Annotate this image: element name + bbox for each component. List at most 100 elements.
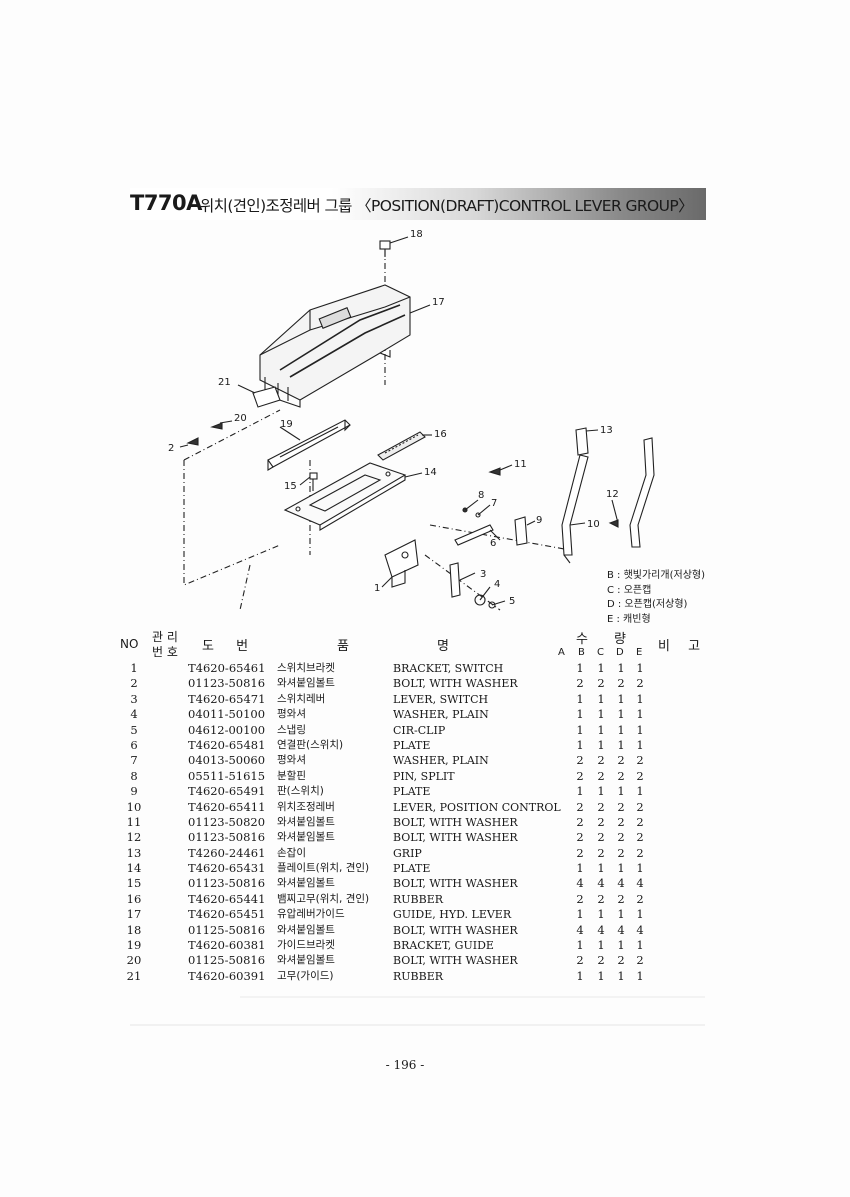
row-qty: 1: [576, 737, 584, 752]
row-korean-name: 뱀찌고무(위치, 견인): [277, 892, 370, 905]
row-part-number: T4620-65481: [188, 737, 266, 752]
row-qty: 1: [636, 907, 644, 922]
row-qty: 2: [617, 799, 625, 814]
row-qty: 2: [617, 676, 625, 691]
header-name-left: 품: [337, 639, 349, 654]
row-part-number: 01125-50816: [188, 953, 266, 968]
callout-17: 17: [432, 297, 445, 308]
row-part-number: T4620-65491: [188, 784, 266, 799]
callout-3: 3: [480, 569, 486, 580]
row-korean-name: 평와셔: [277, 708, 306, 721]
row-qty: 2: [576, 799, 584, 814]
row-no: 13: [126, 845, 142, 860]
row-qty: 1: [597, 938, 605, 953]
row-english-name: CIR-CLIP: [393, 723, 446, 737]
row-qty: 2: [617, 814, 625, 829]
part-14-plate: [283, 462, 407, 531]
row-part-number: 01123-50816: [188, 876, 266, 891]
callout-4: 4: [494, 579, 500, 590]
row-qty: 2: [617, 830, 625, 845]
row-english-name: PLATE: [393, 785, 431, 799]
row-qty: 1: [636, 707, 644, 722]
header-col-c: C: [597, 647, 604, 658]
row-english-name: LEVER, SWITCH: [393, 692, 489, 706]
row-part-number: T4620-65431: [188, 861, 266, 876]
callout-2: 2: [168, 443, 174, 454]
row-no: 6: [130, 737, 138, 752]
row-qty: 1: [636, 722, 644, 737]
row-qty: 2: [597, 845, 605, 860]
row-english-name: BRACKET, SWITCH: [393, 662, 504, 675]
row-qty: 2: [636, 768, 644, 783]
row-qty: 1: [576, 722, 584, 737]
row-english-name: BOLT, WITH WASHER: [393, 815, 518, 829]
row-qty: 2: [636, 814, 644, 829]
header-remark: 비 고: [658, 639, 701, 654]
callout-1: 1: [374, 583, 380, 594]
row-qty: 1: [617, 707, 625, 722]
row-qty: 2: [597, 799, 605, 814]
row-english-name: BRACKET, GUIDE: [393, 939, 494, 953]
row-qty: 2: [576, 891, 584, 906]
row-english-name: PIN, SPLIT: [393, 769, 455, 783]
header-qty-left: 수: [576, 632, 588, 647]
row-no: 14: [126, 861, 142, 876]
row-part-number: T4620-60381: [188, 938, 266, 953]
row-qty: 2: [576, 953, 584, 968]
row-qty: 2: [597, 830, 605, 845]
row-qty: 2: [597, 891, 605, 906]
row-qty: 2: [576, 845, 584, 860]
row-qty: 2: [576, 753, 584, 768]
row-qty: 1: [617, 737, 625, 752]
row-korean-name: 와셔붙임볼트: [277, 954, 335, 967]
part-1-bracket: [384, 539, 419, 588]
row-no: 21: [126, 968, 142, 983]
row-english-name: BOLT, WITH WASHER: [393, 831, 518, 845]
row-qty: 1: [597, 691, 605, 706]
row-qty: 4: [597, 876, 605, 891]
legend-c: C : 오픈캡: [607, 584, 652, 596]
row-korean-name: 플레이트(위치, 견인): [277, 862, 370, 875]
legend-d: D : 오픈캡(저상형): [607, 599, 688, 610]
row-qty: 2: [597, 676, 605, 691]
row-part-number: T4260-24461: [188, 845, 266, 860]
row-qty: 1: [617, 691, 625, 706]
row-part-number: 01123-50816: [188, 830, 266, 845]
row-part-number: T4620-65451: [188, 907, 266, 922]
row-qty: 2: [597, 753, 605, 768]
row-english-name: BOLT, WITH WASHER: [393, 923, 518, 937]
row-qty: 4: [636, 922, 644, 937]
row-qty: 2: [576, 768, 584, 783]
row-qty: 2: [617, 891, 625, 906]
row-qty: 2: [636, 753, 644, 768]
row-qty: 1: [597, 968, 605, 983]
row-qty: 1: [617, 938, 625, 953]
row-qty: 2: [636, 845, 644, 860]
row-qty: 1: [636, 691, 644, 706]
row-korean-name: 분할핀: [277, 769, 306, 782]
row-qty: 2: [617, 845, 625, 860]
row-no: 4: [130, 707, 138, 722]
row-no: 7: [130, 753, 138, 768]
callout-6: 6: [490, 538, 496, 549]
row-qty: 1: [576, 907, 584, 922]
row-qty: 1: [636, 968, 644, 983]
row-korean-name: 손잡이: [277, 846, 306, 859]
scan-artifact: [130, 1024, 705, 1026]
row-qty: 2: [636, 799, 644, 814]
callout-11: 11: [514, 459, 527, 470]
callout-12: 12: [606, 489, 619, 500]
row-english-name: RUBBER: [393, 969, 444, 983]
